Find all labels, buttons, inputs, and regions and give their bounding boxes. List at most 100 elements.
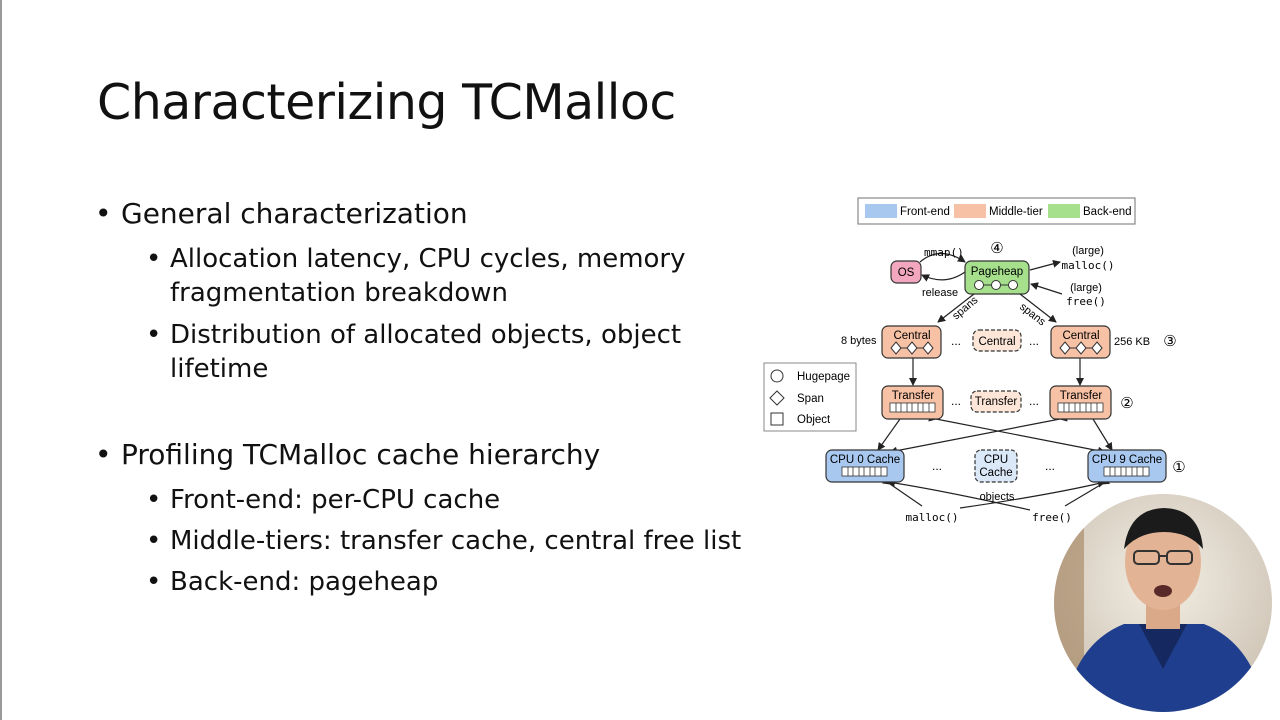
span-icon [1091,341,1103,355]
sub-bullet-text: Middle-tiers: transfer cache, central fr… [170,526,742,556]
hugepage-icon [1008,280,1018,290]
shape-legend: Hugepage Span Object [763,362,857,432]
object-icon [770,412,784,426]
bullet-dot: • [146,526,162,556]
bullet-dot: • [95,438,112,471]
central-node-left: Central [881,325,942,359]
span-icon [922,341,934,355]
cpu9-label: CPU 9 Cache [1092,454,1162,466]
tier-4-marker: ④ [990,240,1003,257]
bullet-dot: • [146,567,162,597]
transfer-label: Transfer [975,396,1018,408]
cpu0-label: CPU 0 Cache [830,454,900,466]
sub-bullet-text: lifetime [170,354,269,384]
color-legend: Front-end Middle-tier Back-end [857,197,1136,225]
ellipsis: ... [1029,394,1039,408]
free-arrow-right [1064,476,1111,507]
transfer-node-left: Transfer [881,385,944,420]
central-label: Central [893,330,930,342]
sub-bullet-middletiers: • Middle-tiers: transfer cache, central … [146,524,742,558]
ellipsis: ... [951,394,961,408]
slide-title: Characterizing TCMalloc [97,74,676,131]
legend-front-end: Front-end [900,206,950,218]
central-label: Central [978,336,1015,348]
legend-object: Object [797,414,831,426]
bullet-dot: • [95,197,112,230]
os-label: OS [898,267,915,279]
tier-2-marker: ② [1120,395,1133,412]
legend-span: Span [797,393,824,405]
hugepage-icon [974,280,984,290]
cpu-cache-middle-node: CPU Cache [974,449,1018,483]
bytes-8-label: 8 bytes [841,335,877,347]
sub-bullet-distribution: • Distribution of allocated objects, obj… [146,318,682,386]
hugepage-icon [770,369,784,383]
span-icon [890,341,902,355]
malloc-arrow-right [959,479,1106,509]
release-arrow [921,271,966,282]
bullet-profiling: • Profiling TCMalloc cache hierarchy [95,438,601,472]
spans-right-label: spans [1017,301,1048,329]
span-icon [769,390,785,406]
large-free-arrow [1030,282,1063,295]
presenter-hair [1124,508,1203,549]
central-node-right: Central [1050,325,1111,359]
large-malloc-arrow [1029,259,1061,271]
central-node-middle: Central [972,329,1022,352]
middle-tier-swatch [954,204,986,218]
large-free-label: free() [1066,295,1106,308]
ellipsis: ... [1029,334,1039,348]
cpu9-cache-node: CPU 9 Cache [1087,449,1167,483]
legend-hugepage: Hugepage [797,371,850,383]
malloc-label: malloc() [906,511,959,524]
bullet-profiling-text: Profiling TCMalloc cache hierarchy [121,438,601,471]
release-label: release [922,287,958,299]
sub-bullet-text: Front-end: per-CPU cache [170,485,501,515]
cpu0-cache-node: CPU 0 Cache [825,449,905,483]
object-slots [1103,466,1150,477]
cpu-mid-label-1: CPU [984,454,1008,466]
transfer2-cpu0-arrow [889,413,1068,455]
transfer-label: Transfer [892,390,935,402]
transfer-cpu9-arrow [928,413,1106,455]
large-label-2: (large) [1070,282,1102,294]
hugepage-icon [991,280,1001,290]
ellipsis: ... [951,334,961,348]
tcmalloc-diagram: Front-end Middle-tier Back-end Hugepage … [763,197,1186,524]
pageheap-node: Pageheap [964,260,1030,295]
object-slots [841,466,888,477]
bullet-dot: • [146,320,162,350]
malloc-arrow-left [881,476,923,507]
back-end-swatch [1048,204,1080,218]
tier-3-marker: ③ [1163,333,1176,350]
spans-left-arrow [937,286,982,323]
pageheap-label: Pageheap [971,266,1023,278]
transfer-label: Transfer [1060,390,1103,402]
sub-bullet-text: Back-end: pageheap [170,567,439,597]
sub-bullet-frontend: • Front-end: per-CPU cache [146,483,501,517]
span-icon [1075,341,1087,355]
object-slots [1057,402,1104,413]
transfer-cpu0-arrow [877,410,908,451]
legend-middle-tier: Middle-tier [989,206,1043,218]
bullet-general-text: General characterization [121,197,468,230]
cpu-mid-label-2: Cache [979,467,1012,479]
free-label: free() [1032,511,1072,524]
span-icon [1059,341,1071,355]
legend-back-end: Back-end [1083,206,1132,218]
presenter-webcam [1054,494,1272,712]
transfer2-cpu9-arrow [1085,410,1113,451]
sub-bullet-backend: • Back-end: pageheap [146,565,439,599]
bullet-dot: • [146,485,162,515]
sub-bullet-text: fragmentation breakdown [170,278,509,308]
bullet-dot: • [146,244,162,274]
objects-label: objects [980,491,1015,503]
transfer-node-middle: Transfer [970,390,1022,413]
mmap-label: mmap() [924,246,964,259]
presenter-jacket [1064,624,1266,712]
large-malloc-label: malloc() [1062,259,1115,272]
bullet-general: • General characterization [95,197,468,231]
sub-bullet-text: Distribution of allocated objects, objec… [170,320,682,350]
os-node: OS [890,260,922,284]
sub-bullet-text: Allocation latency, CPU cycles, memory [170,244,686,274]
